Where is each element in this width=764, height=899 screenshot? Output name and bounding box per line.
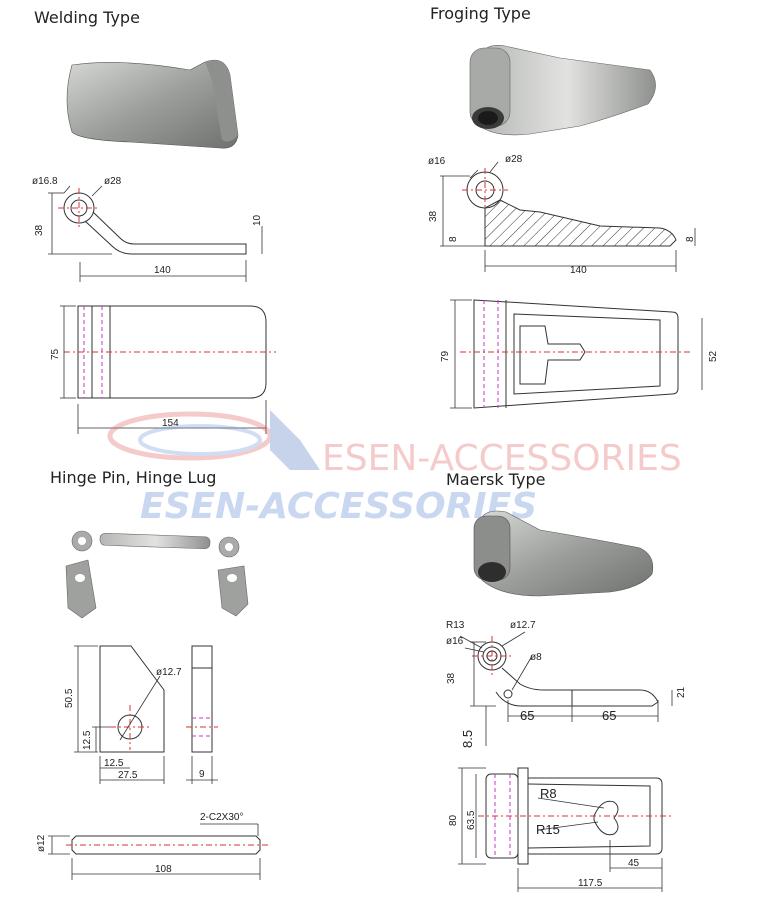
pin-dim-chamfer: 2-C2X30° bbox=[200, 812, 243, 823]
welding-dim-h: 38 bbox=[34, 224, 45, 236]
lug-dim-t: 9 bbox=[199, 769, 205, 780]
watermark-logo bbox=[107, 410, 320, 470]
forging-dim-d1: ø16 bbox=[428, 156, 446, 167]
welding-dim-d1: ø16.8 bbox=[32, 176, 58, 187]
maersk-dim-r3: R15 bbox=[536, 822, 560, 837]
lug-dim-d: ø12.7 bbox=[156, 667, 182, 678]
forging-dim-w2: 52 bbox=[708, 350, 719, 362]
welding-photo bbox=[66, 59, 239, 149]
lug-dim-x: 12.5 bbox=[104, 758, 124, 769]
section-title-welding: Welding Type bbox=[34, 8, 140, 27]
maersk-dim-r2: R8 bbox=[540, 786, 557, 801]
watermark-text-2: ESEN-ACCESSORIES bbox=[140, 486, 537, 527]
maersk-dim-len: 117.5 bbox=[578, 878, 603, 889]
section-title-forging: Froging Type bbox=[430, 4, 531, 23]
pin-lug-photo bbox=[65, 530, 249, 619]
maersk-dim-t: 21 bbox=[676, 686, 687, 698]
forging-dim-h: 38 bbox=[428, 210, 439, 222]
maersk-dim-d3: ø8 bbox=[530, 652, 542, 663]
welding-side-view bbox=[48, 185, 263, 282]
lug-dim-h2: 12.5 bbox=[82, 730, 93, 750]
maersk-photo bbox=[473, 510, 654, 597]
welding-dim-len: 140 bbox=[154, 265, 171, 276]
pin-dim-d: ø12 bbox=[36, 834, 47, 852]
maersk-top-view bbox=[458, 767, 672, 892]
lug-drawing bbox=[74, 645, 218, 784]
maersk-dim-b: 65 bbox=[602, 708, 616, 723]
forging-top-view bbox=[450, 299, 703, 409]
maersk-dim-h: 38 bbox=[446, 672, 457, 684]
pin-drawing bbox=[48, 823, 268, 880]
welding-dim-len2: 154 bbox=[162, 418, 179, 429]
forging-dim-t1: 8 bbox=[448, 236, 459, 242]
welding-dim-w: 75 bbox=[50, 348, 61, 360]
maersk-dim-w2: 63.5 bbox=[466, 810, 477, 830]
forging-dim-len: 140 bbox=[570, 265, 587, 276]
forging-dim-t2: 8 bbox=[685, 236, 696, 242]
lug-dim-h: 50.5 bbox=[64, 688, 75, 708]
watermark-text-1: ESEN-ACCESSORIES bbox=[322, 438, 682, 479]
pin-dim-len: 108 bbox=[155, 864, 172, 875]
maersk-dim-c: 8.5 bbox=[460, 730, 475, 748]
maersk-dim-w: 80 bbox=[448, 814, 459, 826]
section-title-maersk: Maersk Type bbox=[446, 470, 546, 489]
maersk-dim-d2: ø16 bbox=[446, 636, 464, 647]
welding-dim-d2: ø28 bbox=[104, 176, 122, 187]
section-title-pin: Hinge Pin, Hinge Lug bbox=[50, 468, 217, 487]
maersk-dim-r1: R13 bbox=[446, 620, 465, 631]
forging-dim-d2: ø28 bbox=[505, 154, 523, 165]
welding-top-view bbox=[60, 305, 276, 434]
lug-dim-w: 27.5 bbox=[118, 770, 138, 781]
forging-photo bbox=[469, 45, 656, 136]
welding-dim-t: 10 bbox=[252, 214, 263, 226]
maersk-dim-x: 45 bbox=[628, 858, 640, 869]
maersk-side-view bbox=[459, 631, 673, 746]
forging-side-view bbox=[440, 161, 696, 272]
forging-dim-w: 79 bbox=[440, 350, 451, 362]
maersk-dim-d1: ø12.7 bbox=[510, 620, 536, 631]
maersk-dim-a: 65 bbox=[520, 708, 534, 723]
